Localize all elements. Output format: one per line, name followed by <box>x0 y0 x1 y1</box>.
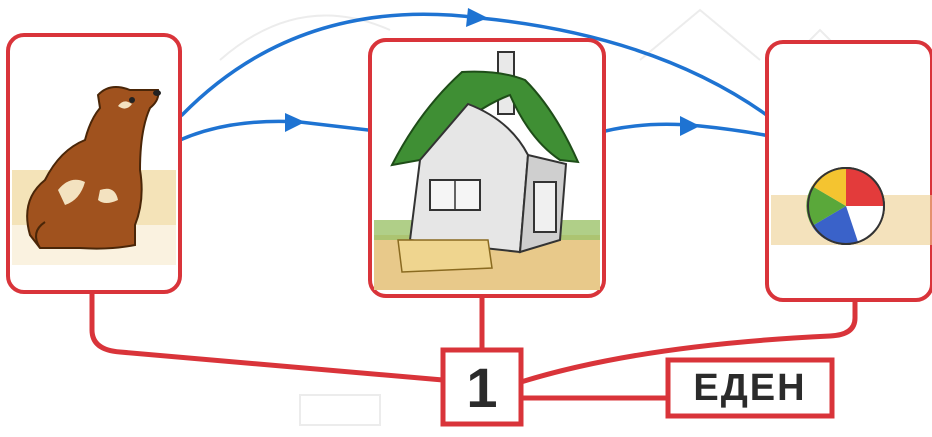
panel-dog <box>8 35 180 292</box>
beach-ball-icon <box>806 168 884 244</box>
number-box: 1 <box>443 350 521 424</box>
panel-house <box>370 40 604 296</box>
arrowhead-3 <box>466 8 488 27</box>
panel-ball <box>767 42 932 300</box>
connector-dog-to-number <box>92 292 443 380</box>
word-box: ЕДЕН <box>668 360 832 416</box>
arrowhead-2 <box>680 116 700 136</box>
arrow-dog-to-house <box>180 121 385 140</box>
arrowhead-1 <box>285 113 305 132</box>
